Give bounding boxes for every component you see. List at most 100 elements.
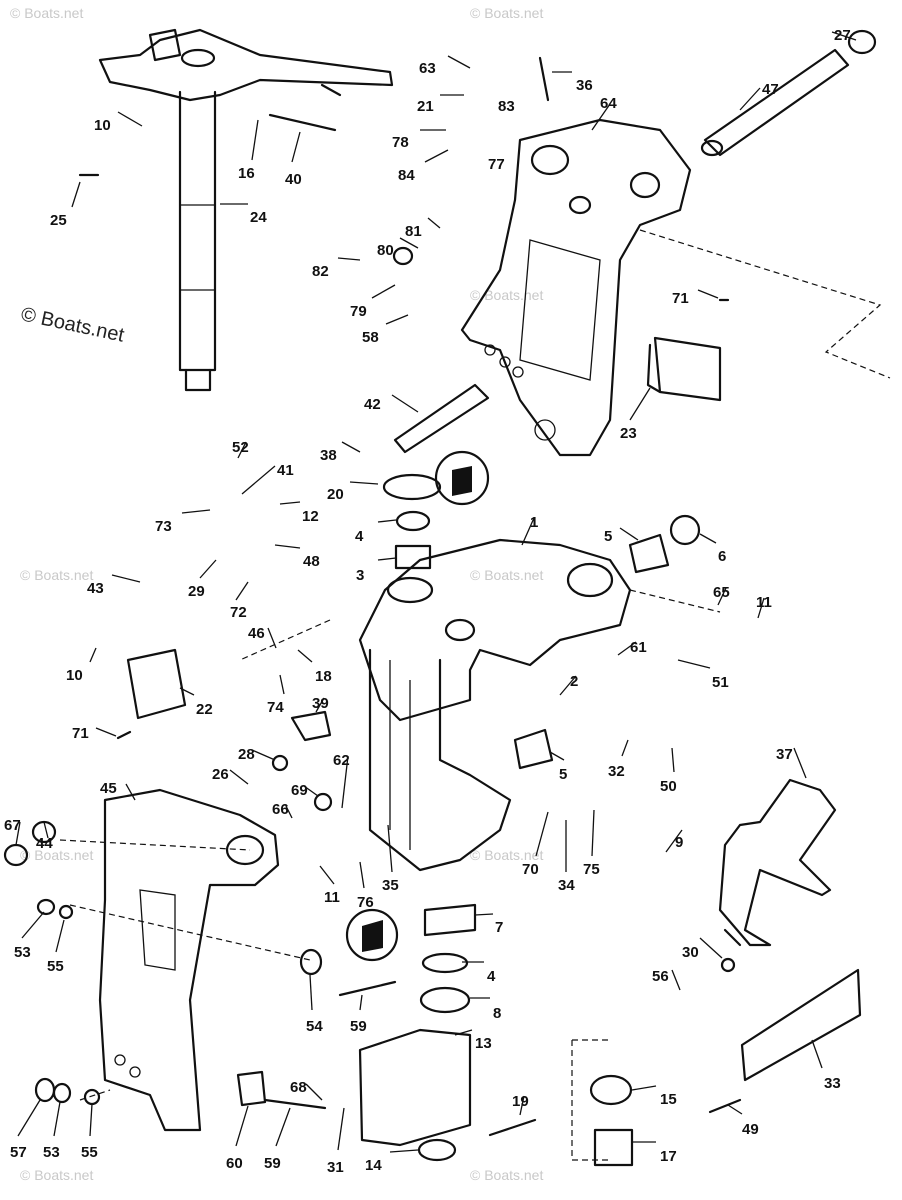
steering-arm-24 [98, 28, 394, 392]
part-label-3: 3 [356, 567, 364, 584]
alignment-lines [59, 229, 891, 1161]
watermark: © Boats.net [10, 5, 83, 21]
watermark: © Boats.net [470, 847, 543, 863]
part-label-51: 51 [712, 674, 729, 691]
part-label-65: 65 [713, 584, 730, 601]
part-label-60: 60 [226, 1155, 243, 1172]
part-label-19: 19 [512, 1093, 529, 1110]
part-label-9: 9 [675, 834, 683, 851]
part-label-43: 43 [87, 580, 104, 597]
part-label-4: 4 [487, 968, 496, 985]
part-label-67: 67 [4, 817, 21, 834]
part-label-42: 42 [364, 396, 381, 413]
part-label-55: 55 [81, 1144, 98, 1161]
part-label-30: 30 [682, 944, 699, 961]
part-label-31: 31 [327, 1159, 344, 1176]
part-label-81: 81 [405, 223, 422, 240]
part-label-41: 41 [277, 462, 294, 479]
part-label-44: 44 [36, 835, 53, 852]
part-label-73: 73 [155, 518, 172, 535]
tilt-tube-47 [700, 29, 877, 157]
part-label-70: 70 [522, 861, 539, 878]
part-label-34: 34 [558, 877, 575, 894]
part-label-54: 54 [306, 1018, 323, 1035]
watermarks: © Boats.net © Boats.net © Boats.net © Bo… [10, 5, 543, 1183]
part-label-75: 75 [583, 861, 600, 878]
part-label-36: 36 [576, 77, 593, 94]
part-label-77: 77 [488, 156, 505, 173]
part-label-64: 64 [600, 95, 617, 112]
watermark: © Boats.net [470, 5, 543, 21]
part-label-17: 17 [660, 1148, 677, 1165]
part-label-59: 59 [350, 1018, 367, 1035]
part-label-56: 56 [652, 968, 669, 985]
part-label-18: 18 [315, 668, 332, 685]
watermark: © Boats.net [20, 1167, 93, 1183]
part-label-16: 16 [238, 165, 255, 182]
part-label-11: 11 [756, 594, 772, 611]
tilt-lever-37 [718, 778, 837, 947]
swivel-bracket-64 [460, 118, 692, 457]
part-label-24: 24 [250, 209, 267, 226]
part-label-47: 47 [762, 81, 779, 98]
part-label-76: 76 [357, 894, 374, 911]
part-label-63: 63 [419, 60, 436, 77]
part-label-48: 48 [303, 553, 320, 570]
part-label-23: 23 [620, 425, 637, 442]
part-label-37: 37 [776, 746, 793, 763]
part-label-83: 83 [498, 98, 515, 115]
part-label-33: 33 [824, 1075, 841, 1092]
part-label-62: 62 [333, 752, 350, 769]
stern-bracket-45 [98, 788, 280, 1132]
part-label-10: 10 [94, 117, 111, 134]
part-label-40: 40 [285, 171, 302, 188]
part-label-26: 26 [212, 766, 229, 783]
watermark: © Boats.net [470, 567, 543, 583]
part-label-1: 1 [530, 514, 538, 531]
watermark: © Boats.net [20, 847, 93, 863]
rod-42 [393, 383, 490, 454]
part-label-29: 29 [188, 583, 205, 600]
part-label-25: 25 [50, 212, 67, 229]
block-13 [358, 1028, 472, 1147]
part-label-55: 55 [47, 958, 64, 975]
part-label-7: 7 [495, 919, 503, 936]
leader-lines [15, 31, 857, 1153]
part-label-52: 52 [232, 439, 249, 456]
part-label-13: 13 [475, 1035, 492, 1052]
part-label-14: 14 [365, 1157, 382, 1174]
part-label-38: 38 [320, 447, 337, 464]
part-label-49: 49 [742, 1121, 759, 1138]
part-label-50: 50 [660, 778, 677, 795]
part-label-8: 8 [493, 1005, 501, 1022]
part-label-68: 68 [290, 1079, 307, 1096]
part-label-11: 11 [324, 889, 340, 906]
part-label-78: 78 [392, 134, 409, 151]
part-label-74: 74 [267, 699, 284, 716]
part-label-57: 57 [10, 1144, 27, 1161]
part-label-80: 80 [377, 242, 394, 259]
part-label-4: 4 [355, 528, 364, 545]
part-label-15: 15 [660, 1091, 677, 1108]
part-label-53: 53 [43, 1144, 60, 1161]
watermark: © Boats.net [20, 567, 93, 583]
part-label-5: 5 [559, 766, 567, 783]
swivel-bracket-1 [358, 538, 632, 872]
part-label-66: 66 [272, 801, 289, 818]
bar-33 [740, 968, 862, 1082]
part-label-39: 39 [312, 695, 329, 712]
part-label-59: 59 [264, 1155, 281, 1172]
part-label-35: 35 [382, 877, 399, 894]
part-label-20: 20 [327, 486, 344, 503]
watermark: © Boats.net [470, 1167, 543, 1183]
reference-icons [345, 450, 490, 962]
part-label-46: 46 [248, 625, 265, 642]
part-label-2: 2 [570, 673, 578, 690]
part-label-32: 32 [608, 763, 625, 780]
part-label-53: 53 [14, 944, 31, 961]
part-label-10: 10 [66, 667, 83, 684]
part-label-58: 58 [362, 329, 379, 346]
part-label-71: 71 [72, 725, 89, 742]
